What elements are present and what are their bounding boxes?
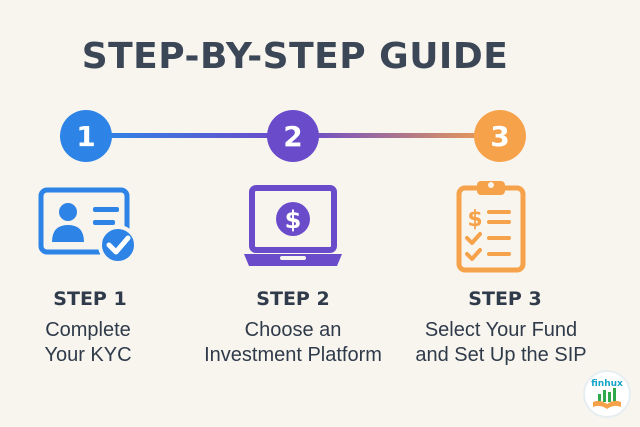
step-2-description: Choose an Investment Platform bbox=[173, 318, 413, 368]
step-1-description: Complete Your KYC bbox=[0, 318, 208, 368]
book-chart-icon bbox=[593, 388, 621, 409]
step-3-label: STEP 3 bbox=[468, 288, 542, 310]
step-1-description-line-1: Complete bbox=[45, 319, 131, 341]
step-1-number-badge: 1 bbox=[60, 110, 112, 162]
id-card-check-icon bbox=[38, 187, 143, 267]
progress-track-2 bbox=[305, 133, 505, 138]
step-1-label: STEP 1 bbox=[53, 288, 127, 310]
progress-track-1 bbox=[100, 133, 275, 138]
step-2-number-badge: 2 bbox=[267, 110, 319, 162]
logo-text: finhux bbox=[591, 379, 623, 389]
step-2-description-line-2: Investment Platform bbox=[204, 344, 382, 366]
step-3-description-line-1: Select Your Fund bbox=[424, 319, 578, 341]
svg-text:$: $ bbox=[467, 207, 482, 232]
step-3-description-line-2: and Set Up the SIP bbox=[415, 344, 587, 366]
step-3-number-badge: 3 bbox=[474, 110, 526, 162]
finhux-logo: finhux bbox=[583, 370, 631, 418]
laptop-dollar-icon: $ bbox=[240, 184, 346, 270]
step-1-description-line-2: Your KYC bbox=[44, 344, 132, 366]
svg-text:$: $ bbox=[285, 206, 302, 234]
clipboard-checklist-icon: $ bbox=[455, 178, 527, 274]
step-3-description: Select Your Fund and Set Up the SIP bbox=[381, 318, 621, 368]
page-title: STEP-BY-STEP GUIDE bbox=[81, 36, 509, 77]
step-2-label: STEP 2 bbox=[256, 288, 330, 310]
step-2-description-line-1: Choose an bbox=[244, 319, 342, 341]
